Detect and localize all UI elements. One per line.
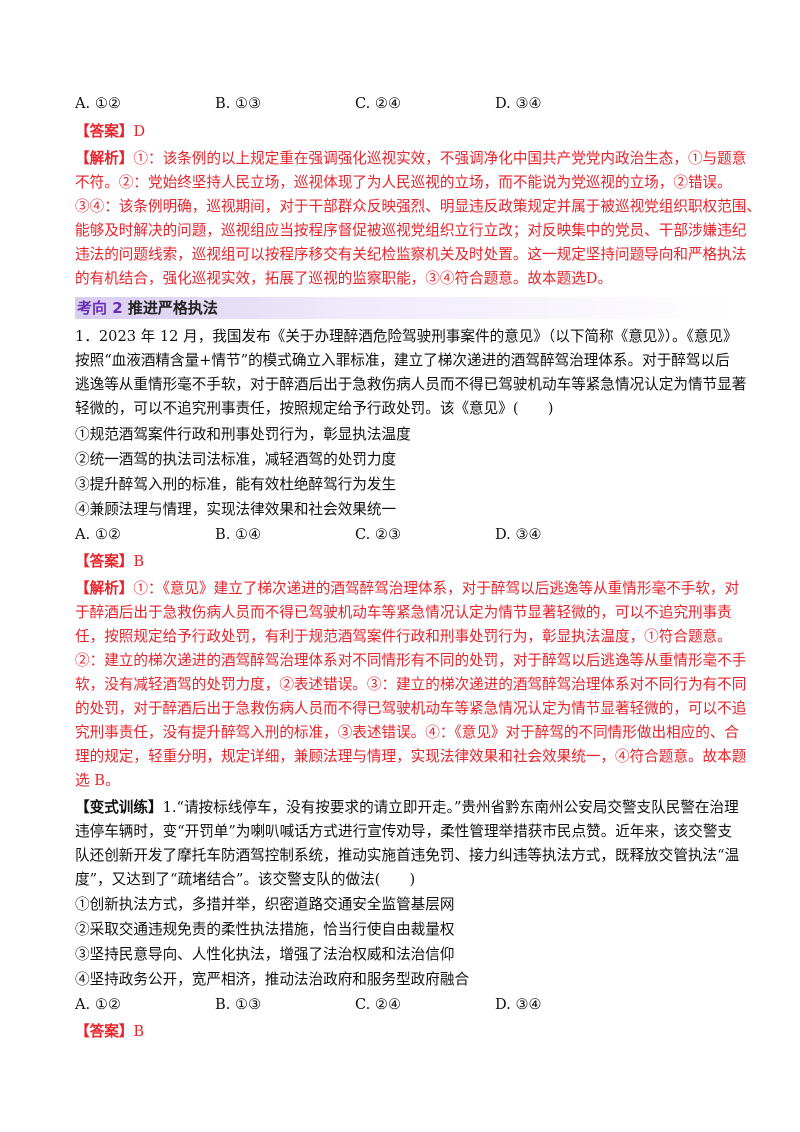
prev-options: A. ①② B. ①③ C. ②④ D. ③④ [75, 94, 735, 114]
q1-analysis-line: 究刑事责任，没有提升醉驾入刑的标准，③表述错误。④：《意见》对于醉驾的不同情形做… [75, 724, 740, 741]
q1-stem-line: 1．2023 年 12 月，我国发布《关于办理醉酒危险驾驶刑事案件的意见》（以下… [75, 328, 738, 345]
section-title: 推进严格执法 [127, 299, 218, 317]
analysis-label: 【解析】 [75, 150, 134, 167]
q1-choice-2: ②统一酒驾的执法司法标准，减轻酒驾的处罚力度 [75, 451, 397, 468]
q1-options: A. ①② B. ①④ C. ②③ D. ③④ [75, 525, 735, 545]
q1-analysis-line: 任，按照规定给予行政处罚，有利于规范酒驾案件行政和刑事处罚行为，彰显执法温度，①… [75, 628, 732, 645]
option-a: A. ①② [75, 95, 121, 112]
variant-answer: 【答案】B [75, 1022, 144, 1042]
prev-analysis-line: ③④：该条例明确，巡视期间，对于干部群众反映强烈、明显违反政策规定并属于被巡视党… [75, 198, 761, 215]
answer-value: D [133, 123, 146, 140]
option-c: C. ②④ [355, 95, 402, 112]
option-b: B. ①③ [215, 996, 262, 1013]
q1-choice-1: ①规范酒驾案件行政和刑事处罚行为，彰显执法温度 [75, 426, 411, 443]
q1-choice-4: ④兼顾法理与情理，实现法律效果和社会效果统一 [75, 501, 397, 518]
answer-label: 【答案】 [75, 1023, 134, 1040]
q1-stem-line: 逃逸等从重情形毫不手软，对于醉酒后出于急救伤病人员而不得已驾驶机动车等紧急情况认… [75, 376, 747, 393]
variant-options: A. ①② B. ①③ C. ②④ D. ③④ [75, 995, 735, 1015]
section-heading-background [75, 297, 735, 319]
option-d: D. ③④ [495, 95, 542, 112]
section-heading-text: 考向 2 推进严格执法 [77, 298, 218, 318]
answer-label: 【答案】 [75, 123, 134, 140]
q1-analysis-line: ②：建立的梯次递进的酒驾醉驾治理体系对不同情形有不同的处罚，对于醉驾以后逃逸等从… [75, 652, 747, 669]
q1-stem-line: 轻微的，可以不追究刑事责任，按照规定给予行政处罚。该《意见》( ) [75, 400, 554, 417]
variant-choice-3: ③坚持民意导向、人性化执法，增强了法治权威和法治信仰 [75, 946, 455, 963]
variant-stem-line: 违停车辆时，变“开罚单”为喇叭喊话方式进行宣传劝导，柔性管理举措获市民点赞。近年… [75, 823, 733, 840]
option-c: C. ②③ [355, 526, 402, 543]
variant-choice-2: ②采取交通违规免责的柔性执法措施，恰当行使自由裁量权 [75, 921, 455, 938]
prev-analysis-line: 【解析】①：该条例的以上规定重在强调强化巡视实效，不强调净化中国共产党党内政治生… [75, 150, 747, 167]
q1-analysis-line: 选 B。 [75, 772, 120, 789]
answer-value: B [133, 553, 145, 570]
option-d: D. ③④ [495, 526, 542, 543]
prev-analysis-line: 的有机结合，强化巡视实效，拓展了巡视的监察职能，③④符合题意。故本题选D。 [75, 270, 613, 287]
option-a: A. ①② [75, 526, 121, 543]
answer-label: 【答案】 [75, 553, 134, 570]
section-prefix: 考向 2 [77, 299, 123, 317]
answer-value: B [133, 1023, 145, 1040]
q1-analysis-line: 【解析】①：《意见》建立了梯次递进的酒驾醉驾治理体系，对于醉驾以后逃逸等从重情形… [75, 580, 740, 597]
prev-answer: 【答案】D [75, 122, 145, 142]
prev-analysis-line: 不符。②：党始终坚持人民立场，巡视体现了为人民巡视的立场，而不能说为党巡视的立场… [75, 174, 732, 191]
prev-analysis-line: 违法的问题线索，巡视组可以按程序移交有关纪检监察机关及时处置。这一规定坚持问题导… [75, 246, 747, 263]
option-b: B. ①④ [215, 526, 262, 543]
prev-analysis-line: 能够及时解决的问题，巡视组应当按程序督促被巡视党组织立行立改；对反映集中的党员、… [75, 222, 747, 239]
q1-stem-line: 按照“血液酒精含量+情节”的模式确立入罪标准，建立了梯次递进的酒驾醉驾治理体系。… [75, 352, 730, 369]
option-c: C. ②④ [355, 996, 402, 1013]
q1-analysis-line: 软，没有减轻酒驾的处罚力度，②表述错误。③：建立的梯次递进的酒驾醉驾治理体系对不… [75, 676, 747, 693]
q1-analysis-line: 理的规定，轻重分明，规定详细，兼顾法理与情理，实现法律效果和社会效果统一，④符合… [75, 748, 747, 765]
variant-choice-1: ①创新执法方式，多措并举，织密道路交通安全监管基层网 [75, 896, 455, 913]
q1-choice-3: ③提升醉驾入刑的标准，能有效杜绝醉驾行为发生 [75, 476, 397, 493]
variant-label: 【变式训练】 [75, 799, 163, 816]
variant-choice-4: ④坚持政务公开，宽严相济，推动法治政府和服务型政府融合 [75, 971, 470, 988]
analysis-label: 【解析】 [75, 580, 134, 597]
option-b: B. ①③ [215, 95, 262, 112]
q1-answer: 【答案】B [75, 552, 144, 572]
q1-analysis-line: 于醉酒后出于急救伤病人员而不得已驾驶机动车等紧急情况认定为情节显著轻微的，可以不… [75, 604, 732, 621]
option-d: D. ③④ [495, 996, 542, 1013]
variant-stem-line: 【变式训练】1.“请按标线停车，没有按要求的请立即开走。”贵州省黔东南州公安局交… [75, 799, 739, 816]
variant-stem-line: 度”，又达到了“疏堵结合”。该交警支队的做法( ) [75, 871, 416, 888]
q1-analysis-line: 的处罚，对于醉酒后出于急救伤病人员而不得已驾驶机动车等紧急情况认定为情节显著轻微… [75, 700, 747, 717]
variant-stem-line: 队还创新开发了摩托车防酒驾控制系统，推动实施首违免罚、接力纠违等执法方式，既释放… [75, 847, 740, 864]
option-a: A. ①② [75, 996, 121, 1013]
section-heading: 考向 2 推进严格执法 [75, 297, 735, 319]
